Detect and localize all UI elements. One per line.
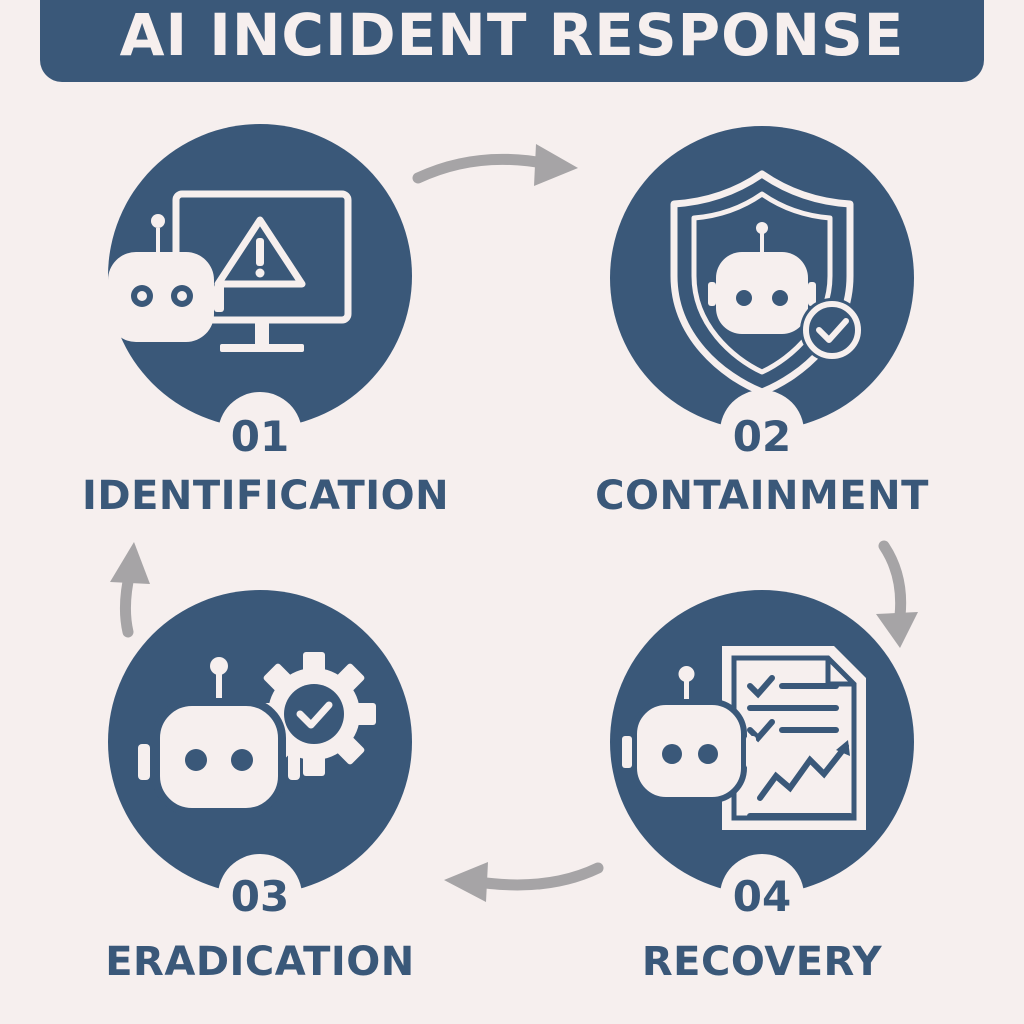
step-label-containment: CONTAINMENT xyxy=(595,473,929,519)
step-number: 04 xyxy=(732,872,792,921)
robot-monitor-warning-icon xyxy=(108,124,412,428)
robot-report-chart-icon xyxy=(610,590,914,894)
robot-shield-check-icon xyxy=(610,126,914,430)
arrow-down-icon xyxy=(876,540,918,648)
arrow-up-icon xyxy=(110,542,150,638)
robot-gear-check-icon xyxy=(108,590,412,894)
step-recovery: 04 xyxy=(610,590,914,918)
step-containment: 02 xyxy=(610,126,914,458)
step-label-identification: IDENTIFICATION xyxy=(82,473,450,519)
step-label-recovery: RECOVERY xyxy=(641,939,883,985)
title-banner: AI INCIDENT RESPONSE xyxy=(40,0,984,82)
page-title: AI INCIDENT RESPONSE xyxy=(119,1,905,69)
step-number: 03 xyxy=(230,872,290,921)
arrow-right-icon xyxy=(412,144,578,186)
step-eradication: 03 xyxy=(108,590,412,918)
step-number: 01 xyxy=(230,412,290,461)
step-number: 02 xyxy=(732,412,792,461)
step-identification: 01 xyxy=(108,124,412,458)
arrow-left-icon xyxy=(444,862,604,902)
step-label-eradication: ERADICATION xyxy=(105,939,415,985)
